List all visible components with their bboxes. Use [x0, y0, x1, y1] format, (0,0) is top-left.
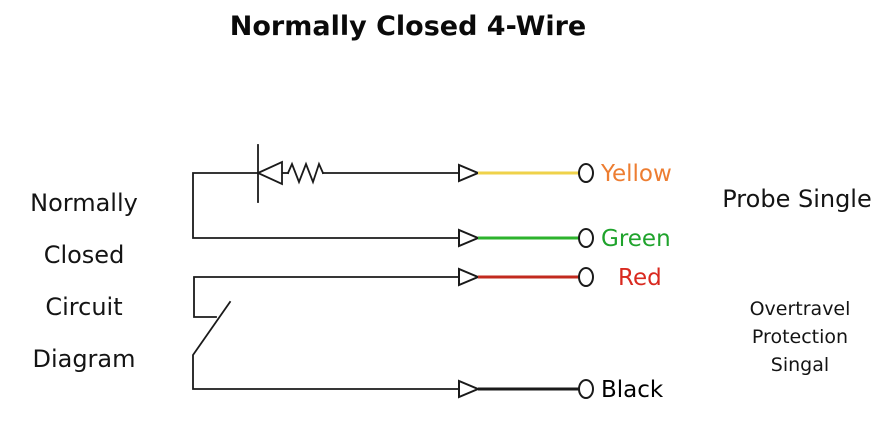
overtravel-signal-label: Overtravel Protection Singal	[750, 295, 851, 379]
diagram-title: Normally Closed 4-Wire	[229, 11, 587, 42]
yellow-wire-label: Yellow	[600, 161, 672, 187]
overtravel-circuit-bottom-path	[192, 300, 460, 390]
green-wire-label: Green	[601, 226, 671, 252]
ring-terminal-icon-red	[578, 267, 594, 287]
overtravel-label-line-2: Protection	[751, 326, 849, 348]
wire-leads	[478, 171, 579, 391]
black-wire-label: Black	[601, 377, 664, 403]
circuit-lines	[192, 144, 460, 390]
probe-circuit-left-path	[192, 172, 460, 239]
ring-terminal-icon-green	[578, 228, 594, 248]
connector-arrow-icon-red	[458, 267, 481, 287]
resistor-icon	[286, 161, 325, 185]
diode-icon	[255, 144, 283, 203]
diode-triangle	[255, 160, 283, 186]
overtravel-circuit-top-path	[193, 276, 460, 318]
probe-signal-label: Probe Single	[722, 185, 872, 213]
left-caption-line-2: Closed	[43, 241, 125, 269]
ring-terminals	[578, 163, 594, 399]
left-caption-line-3: Circuit	[45, 293, 123, 321]
overtravel-circuit	[192, 276, 460, 390]
red-wire-label: Red	[618, 265, 662, 291]
wire-labels: Yellow Green Red Black	[600, 161, 672, 403]
left-caption-line-4: Diagram	[32, 345, 136, 373]
left-caption-line-1: Normally	[30, 189, 138, 217]
ring-terminal-icon-yellow	[578, 163, 594, 183]
ring-terminal-icon-black	[578, 379, 594, 399]
overtravel-label-line-1: Overtravel	[749, 298, 851, 320]
connector-arrows	[458, 163, 481, 399]
probe-circuit	[192, 144, 460, 239]
left-caption: Normally Closed Circuit Diagram	[10, 177, 158, 385]
connector-arrow-icon-yellow	[458, 163, 481, 183]
overtravel-label-line-3: Singal	[770, 354, 830, 376]
connector-arrow-icon-green	[458, 228, 481, 248]
connector-arrow-icon-black	[458, 379, 481, 399]
